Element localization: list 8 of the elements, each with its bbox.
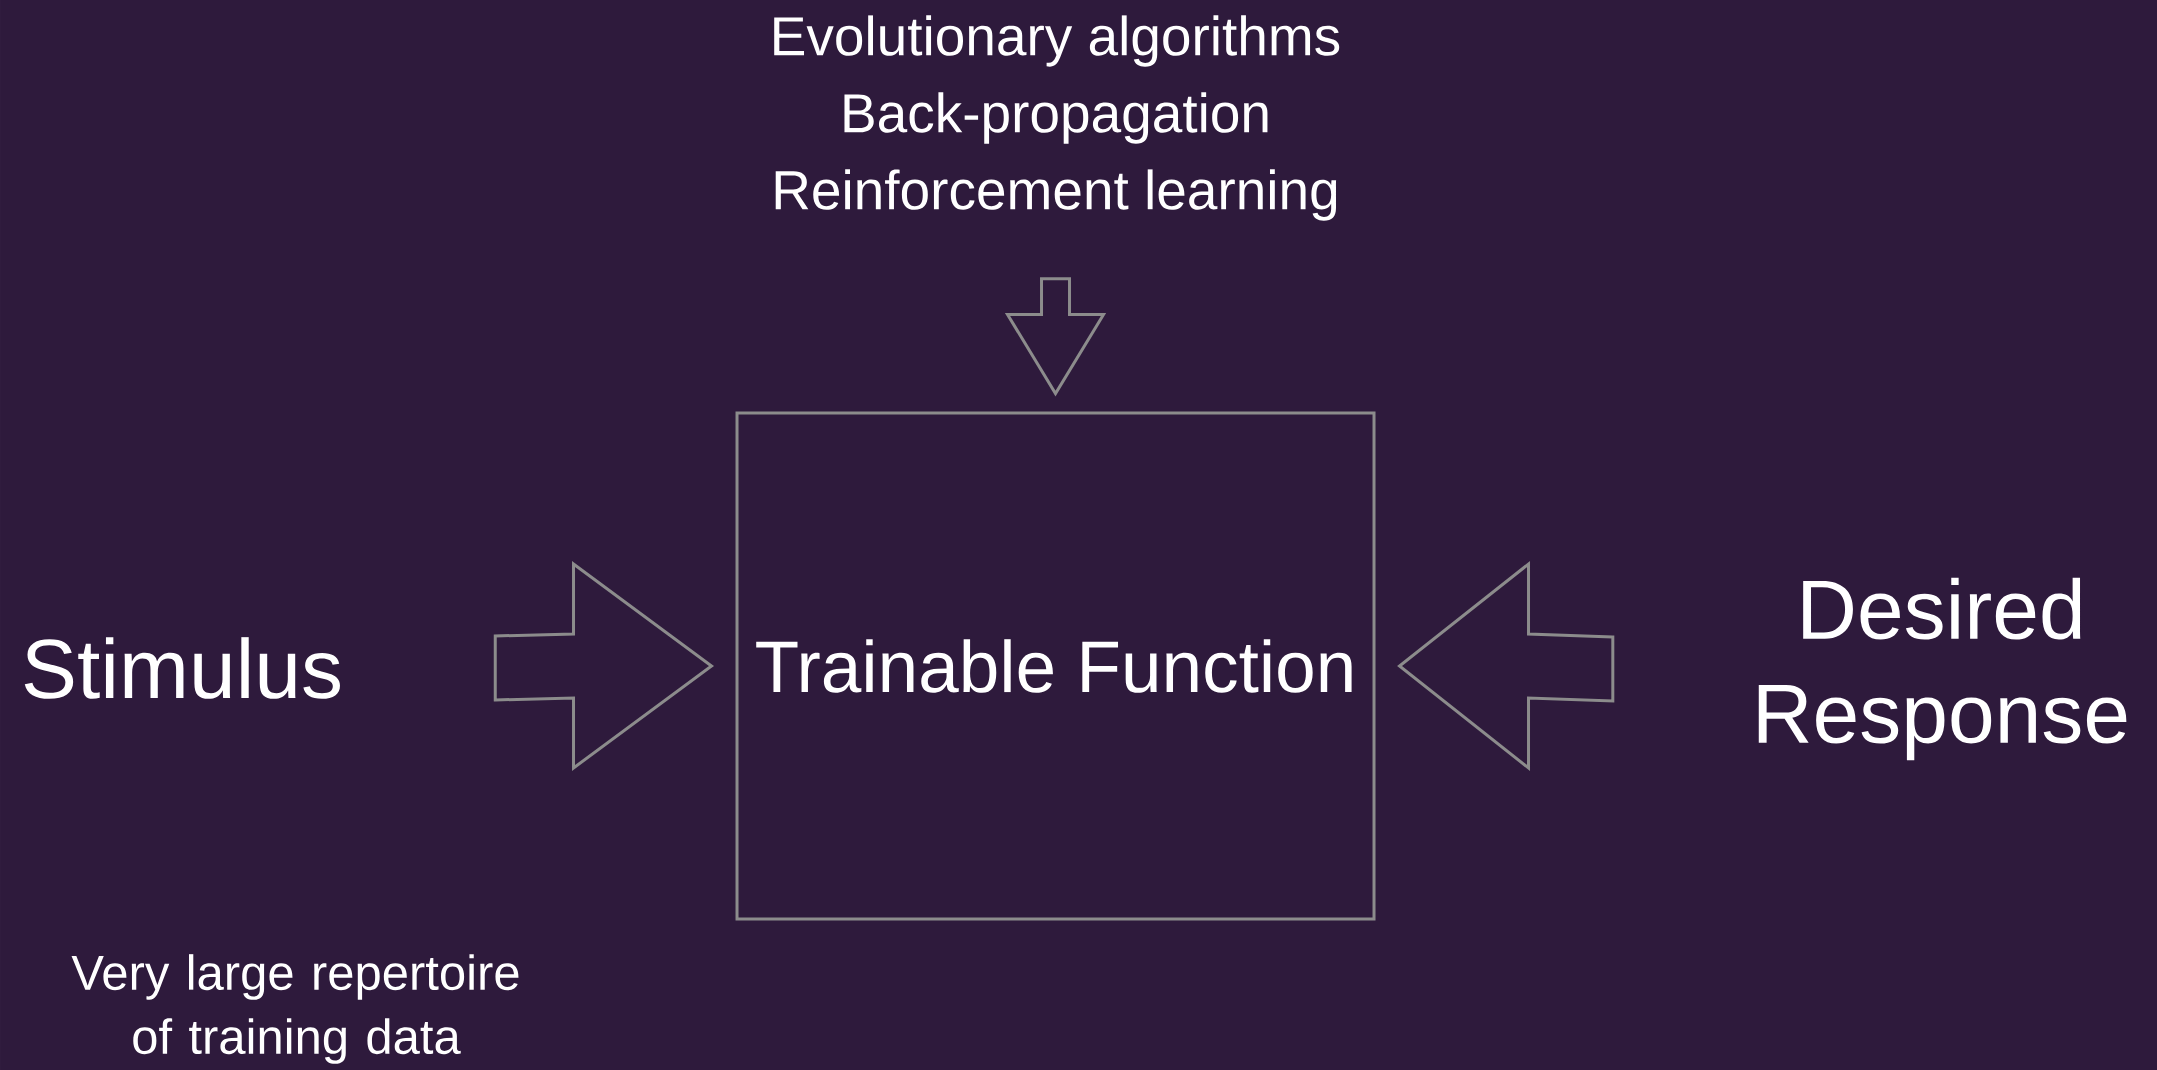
target-label: Desired Response [1758,577,2127,761]
method-list: Evolutionary algorithms Back-propagation Reinforcement learning [774,15,1340,221]
block-arrow [1004,277,1107,397]
process-box: Trainable Function [735,411,1376,921]
note-text: Very large repertoire of training data [71,954,519,1064]
block-arrow [1397,560,1615,772]
input-label: Stimulus [24,637,340,699]
block-arrow [493,561,715,771]
